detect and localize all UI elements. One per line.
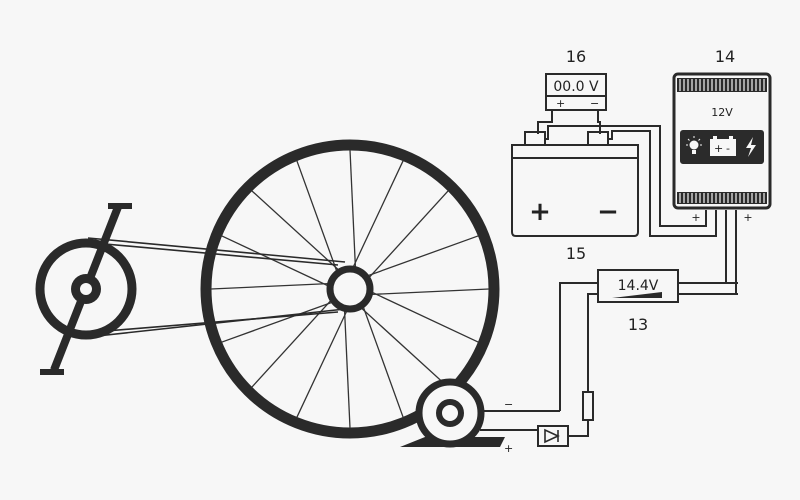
controller-vent-top <box>677 78 767 92</box>
lightning-icon <box>746 137 756 157</box>
converter: 14.4V <box>597 269 738 303</box>
generator: − + <box>400 378 560 455</box>
generator-minus: − <box>504 398 513 411</box>
diode-icon <box>537 425 569 447</box>
wheel-spoke <box>210 282 331 290</box>
wheel-spoke <box>343 308 351 429</box>
chain <box>87 237 346 338</box>
wheel-spoke <box>365 235 479 278</box>
wheel-spoke <box>361 304 404 418</box>
wheel-spoke <box>221 300 335 343</box>
generator-plus: + <box>504 442 513 455</box>
controller-vent-bottom <box>677 192 767 204</box>
wheel-spoke <box>296 308 349 418</box>
controller-battery-minus: - <box>726 142 730 155</box>
controller-terminal-plus-right: + <box>743 211 752 224</box>
voltmeter-plus: + <box>556 97 565 110</box>
wheel-spoke <box>359 306 449 388</box>
battery-plus: + <box>529 197 551 227</box>
battery-icon: + - <box>710 136 736 156</box>
label-converter: 13 <box>628 315 648 334</box>
controller-battery-plus: + <box>714 142 723 155</box>
label-controller: 14 <box>715 47 735 66</box>
charge-controller: 12V + - + + <box>672 72 772 295</box>
pedal-crank <box>35 203 137 375</box>
battery: + − <box>511 131 639 237</box>
bulb-icon <box>686 136 702 154</box>
bicycle-wheel <box>200 139 500 439</box>
battery-wires <box>545 125 717 237</box>
wheel-spoke <box>369 288 490 296</box>
label-voltmeter: 16 <box>566 47 586 66</box>
voltmeter-reading: 00.0 V <box>553 79 599 95</box>
converter-reading: 14.4V <box>618 278 659 294</box>
controller-terminal-plus-left: + <box>691 211 700 224</box>
battery-minus: − <box>597 197 619 227</box>
voltmeter: 00.0 V + − <box>537 73 607 134</box>
fuse-icon <box>582 391 594 421</box>
wheel-spokes <box>210 149 490 429</box>
converter-ramp-indicator <box>612 292 662 298</box>
wheel-spoke <box>349 149 357 270</box>
controller-voltage: 12V <box>711 106 733 119</box>
wheel-spoke <box>296 160 339 274</box>
wheel-hub <box>326 265 374 313</box>
wheel-spoke <box>351 160 404 270</box>
wheel-spoke <box>367 190 449 280</box>
wheel-spoke <box>221 235 331 288</box>
wheel-spoke <box>251 190 341 272</box>
generator-wires <box>559 282 598 437</box>
voltmeter-minus: − <box>590 97 599 110</box>
wheel-spoke <box>369 290 479 343</box>
label-battery: 15 <box>566 244 586 263</box>
